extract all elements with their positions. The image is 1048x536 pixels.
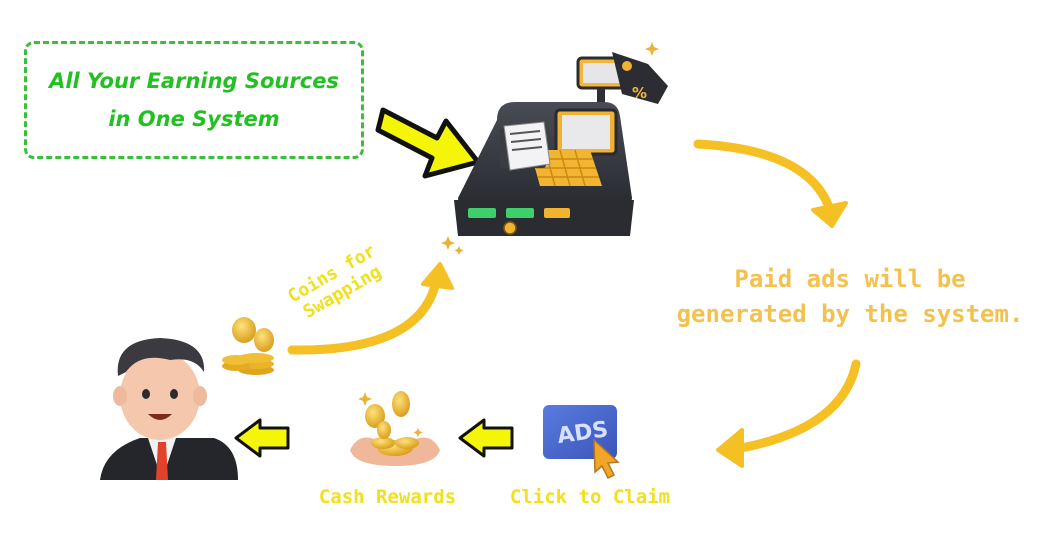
cash-rewards-hands-icon bbox=[350, 391, 440, 466]
flow-arrow-to-claim bbox=[731, 359, 861, 454]
paid-ads-line-1: Paid ads will be bbox=[734, 265, 966, 293]
click-to-claim-label: Click to Claim bbox=[509, 486, 671, 508]
headline-box bbox=[24, 41, 364, 159]
discount-tag-text: % bbox=[632, 84, 647, 102]
flow-arrow-to-register bbox=[287, 277, 441, 355]
headline: All Your Earning Sources in One System bbox=[24, 62, 364, 138]
ads-click-icon: ADS bbox=[543, 405, 620, 480]
cash-register-icon: % bbox=[454, 42, 668, 236]
pointer-arrow-to-cash-icon bbox=[458, 418, 514, 458]
pointer-arrow-to-user-icon bbox=[234, 418, 290, 458]
pointer-arrow-icon bbox=[375, 107, 481, 179]
user-avatar-icon bbox=[100, 338, 238, 480]
paid-ads-line-2: generated by the system. bbox=[676, 300, 1024, 328]
flow-arrow-to-ads bbox=[693, 139, 835, 215]
coins-stack-icon bbox=[222, 317, 274, 375]
cash-rewards-label: Cash Rewards bbox=[318, 486, 457, 508]
headline-line-2: in One System bbox=[108, 107, 280, 131]
headline-line-1: All Your Earning Sources bbox=[49, 69, 339, 93]
paid-ads-label: Paid ads will be generated by the system… bbox=[660, 262, 1040, 332]
